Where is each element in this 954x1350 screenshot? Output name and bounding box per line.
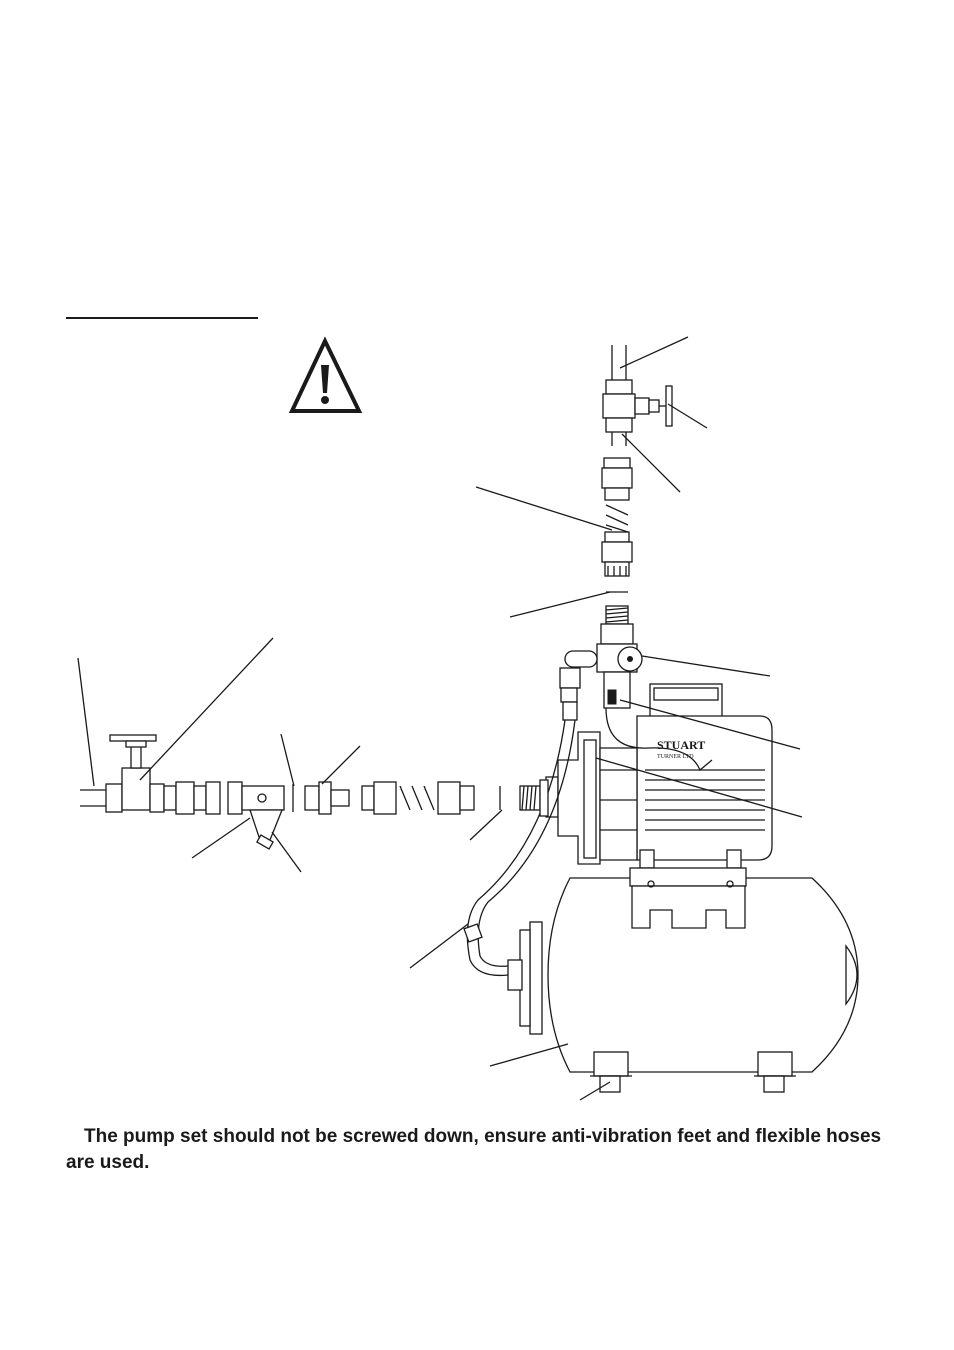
installation-note: The pump set should not be screwed down,… [66,1126,882,1173]
inlet-assembly [80,734,549,850]
pressure-vessel [507,867,859,1093]
brand-plate-line1: STUART [657,738,705,752]
brand-plate-line2: TURNER LTD [657,754,694,760]
leader-lines [77,336,803,1101]
pump-head [545,731,638,865]
outlet-assembly [559,345,673,721]
section-heading-underline [66,317,258,319]
pump-motor: STUART TURNER LTD [605,683,773,869]
warning-triangle-icon [288,336,363,413]
